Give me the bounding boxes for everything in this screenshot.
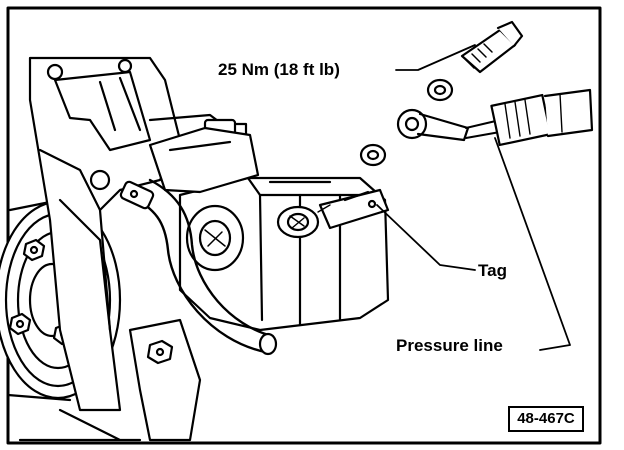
pulley-bolt xyxy=(22,238,46,262)
pressure-line-callout: Pressure line xyxy=(396,336,503,355)
banjo-fitting xyxy=(396,108,470,142)
sealing-washer xyxy=(426,78,454,102)
pressure-line-leader xyxy=(494,137,571,351)
torque-leader xyxy=(395,44,476,71)
torque-callout: 25 Nm (18 ft lb) xyxy=(218,60,340,79)
hose-clamp xyxy=(119,180,155,210)
alignment-dash xyxy=(317,204,331,213)
pulley-bolt xyxy=(8,312,32,336)
return-hose xyxy=(119,178,278,356)
tag-leader xyxy=(376,204,476,271)
figure-id-box: 48-467C xyxy=(508,406,584,432)
sealing-washer xyxy=(359,143,387,167)
figure-frame xyxy=(6,6,602,445)
outlet-stub xyxy=(343,190,370,202)
banjo-bolt xyxy=(460,20,524,74)
lower-bracket-bolt xyxy=(146,339,174,365)
reservoir xyxy=(148,126,260,194)
tag-callout: Tag xyxy=(478,261,507,280)
pressure-line-hose xyxy=(465,88,594,147)
